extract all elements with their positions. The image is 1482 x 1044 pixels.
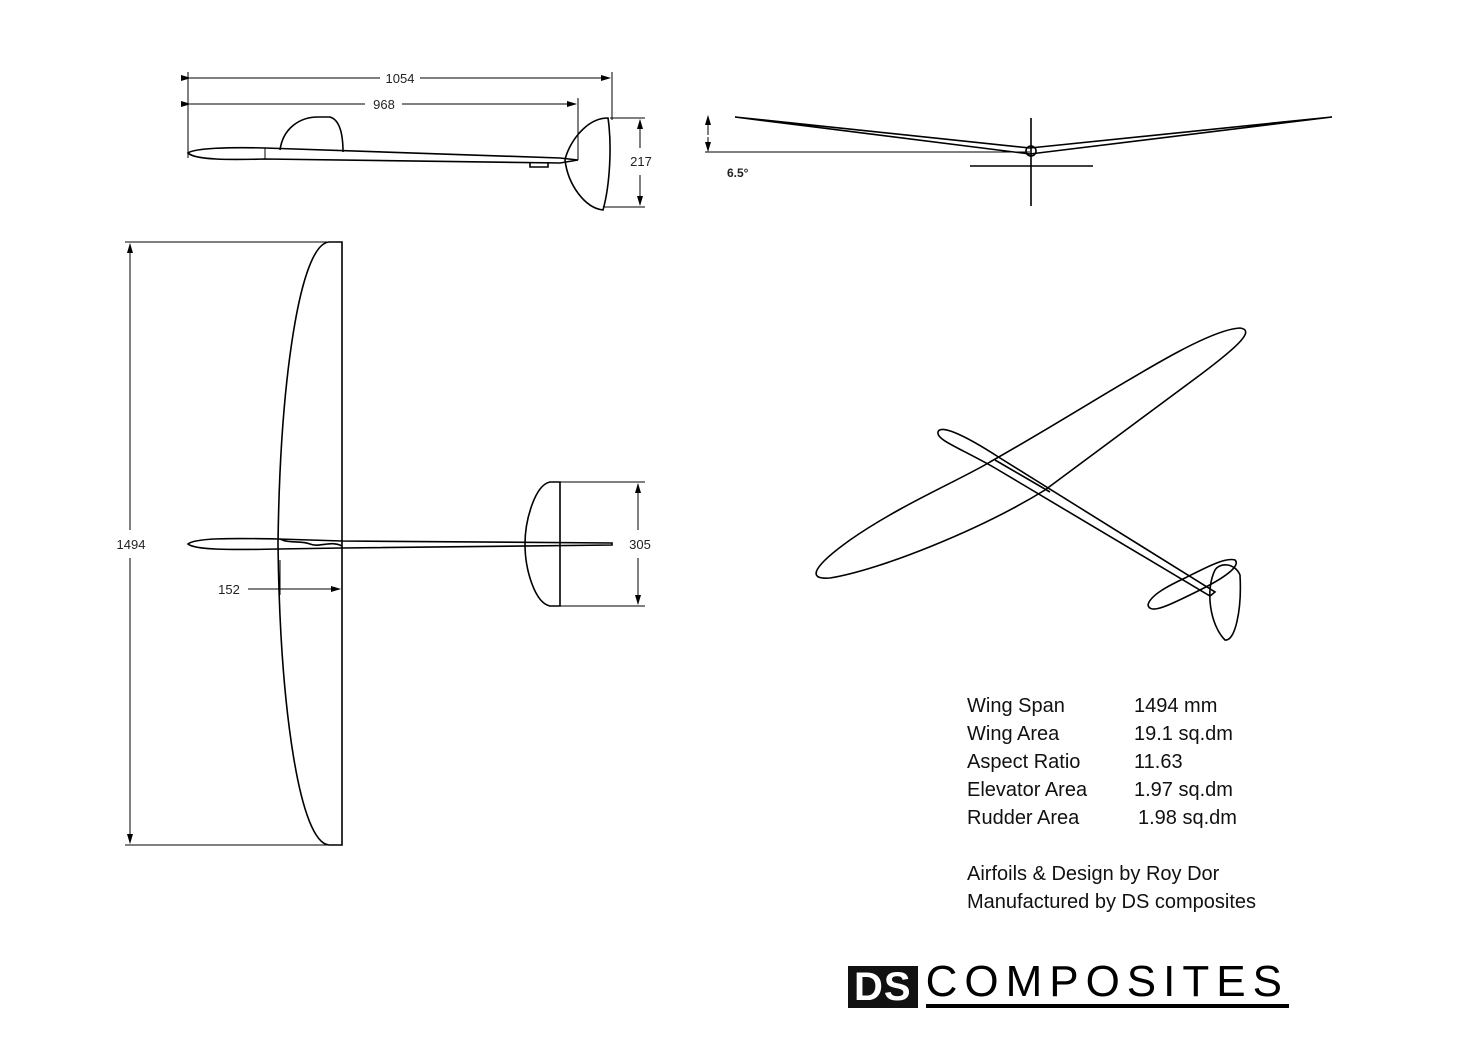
spec-row: Aspect Ratio 11.63 — [967, 748, 1237, 776]
side-view: 1054 968 217 — [181, 71, 652, 211]
spec-value: 11.63 — [1134, 751, 1183, 773]
spec-label: Wing Span — [967, 695, 1065, 717]
credits: Airfoils & Design by Roy Dor Manufacture… — [967, 860, 1256, 916]
spec-value: 1.97 sq.dm — [1134, 779, 1233, 801]
iso-view — [815, 327, 1247, 641]
design-credit: Airfoils & Design by Roy Dor — [967, 863, 1220, 885]
fuselage-length-label: 968 — [373, 97, 395, 112]
stab-span-dimension: 305 — [629, 537, 651, 552]
spec-label: Elevator Area — [967, 779, 1088, 801]
dihedral-label: 6.5° — [727, 166, 749, 180]
ds-composites-logo: DS COMPOSITES — [848, 957, 1289, 1008]
spec-label: Rudder Area — [967, 807, 1080, 829]
wing-span-dimension: 1494 — [117, 537, 146, 552]
spec-value: 1494 mm — [1134, 695, 1218, 717]
manufacturer-credit: Manufactured by DS composites — [967, 891, 1257, 913]
logo-ds: DS — [848, 966, 918, 1008]
spec-table: Wing Span 1494 mm Wing Area 19.1 sq.dm Asp… — [967, 692, 1237, 832]
spec-row: Wing Span 1494 mm — [967, 692, 1237, 720]
length-overall-label: 1054 — [386, 71, 415, 86]
spec-row: Rudder Area 1.98 sq.dm — [967, 804, 1237, 832]
spec-value: 1.98 sq.dm — [1138, 807, 1237, 829]
spec-label: Wing Area — [967, 723, 1060, 745]
spec-label: Aspect Ratio — [967, 751, 1081, 773]
spec-row: Elevator Area 1.97 sq.dm — [967, 776, 1237, 804]
fin-height-label: 217 — [630, 154, 652, 169]
front-view: 6.5° — [705, 115, 1333, 206]
logo-composites: COMPOSITES — [925, 957, 1289, 1008]
root-chord-dimension: 152 — [218, 582, 240, 597]
spec-value: 19.1 sq.dm — [1134, 723, 1233, 745]
spec-row: Wing Area 19.1 sq.dm — [967, 720, 1237, 748]
top-view: 1494 305 152 — [117, 241, 651, 846]
